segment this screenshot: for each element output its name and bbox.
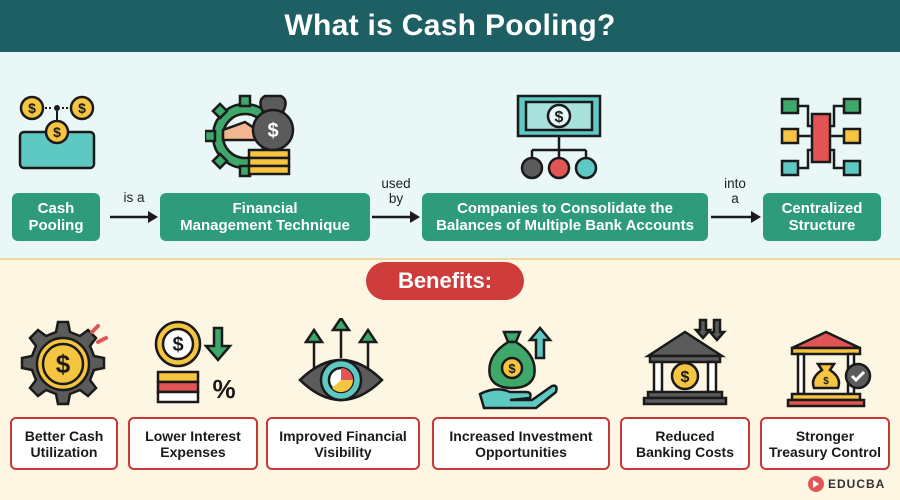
svg-text:$: $ (508, 361, 516, 376)
svg-text:$: $ (267, 120, 278, 142)
connector-label-is-a: is a (123, 190, 145, 205)
arrow-right-icon (711, 211, 761, 223)
benefit-lower-interest-expenses: Lower Interest Expenses (128, 417, 258, 470)
section-divider (0, 258, 900, 260)
gear-money-bag-icon: $ (205, 94, 295, 178)
eye-chart-arrows-icon (298, 318, 384, 402)
flow-centralized-structure: Centralized Structure (763, 193, 881, 241)
svg-text:$: $ (172, 334, 183, 356)
flow-cash-pooling: Cash Pooling (12, 193, 100, 241)
treasury-check-icon: $ (786, 330, 872, 408)
svg-text:$: $ (53, 124, 61, 140)
benefit-better-cash-utilization: Better Cash Utilization (10, 417, 118, 470)
svg-text:%: % (212, 374, 235, 404)
benefits-heading: Benefits: (366, 262, 524, 300)
flow-companies-consolidate: Companies to Consolidate the Balances of… (422, 193, 708, 241)
title-bar: What is Cash Pooling? (0, 0, 900, 52)
benefit-increased-investment-opportunities: Increased Investment Opportunities (432, 417, 610, 470)
hand-money-bag-icon: $ (478, 326, 558, 410)
coin-percent-down-icon: $ % (154, 320, 236, 404)
svg-text:$: $ (78, 100, 86, 116)
svg-text:$: $ (56, 349, 71, 379)
svg-text:$: $ (823, 376, 829, 387)
svg-text:$: $ (28, 100, 36, 116)
coins-pool-icon: $ $ $ (18, 95, 96, 170)
benefit-stronger-treasury-control: Stronger Treasury Control (760, 417, 890, 470)
banknote-network-icon: $ (516, 94, 602, 180)
educba-logo-icon (808, 476, 824, 492)
arrow-right-icon (372, 211, 420, 223)
gear-dollar-icon: $ (20, 320, 108, 406)
benefit-improved-financial-visibility: Improved Financial Visibility (266, 417, 420, 470)
educba-logo: EDUCBA (808, 476, 885, 492)
benefit-reduced-banking-costs: Reduced Banking Costs (620, 417, 750, 470)
svg-text:$: $ (681, 369, 690, 386)
connector-label-used-by: used by (381, 176, 411, 206)
page-title: What is Cash Pooling? (284, 9, 616, 42)
svg-text:$: $ (555, 109, 564, 126)
flow-financial-management: Financial Management Technique (160, 193, 370, 241)
connector-label-into-a: into a (724, 176, 746, 206)
arrow-right-icon (110, 211, 158, 223)
bank-down-arrows-icon: $ (642, 318, 728, 406)
logo-text: EDUCBA (828, 477, 886, 491)
centralized-structure-icon (780, 97, 862, 177)
